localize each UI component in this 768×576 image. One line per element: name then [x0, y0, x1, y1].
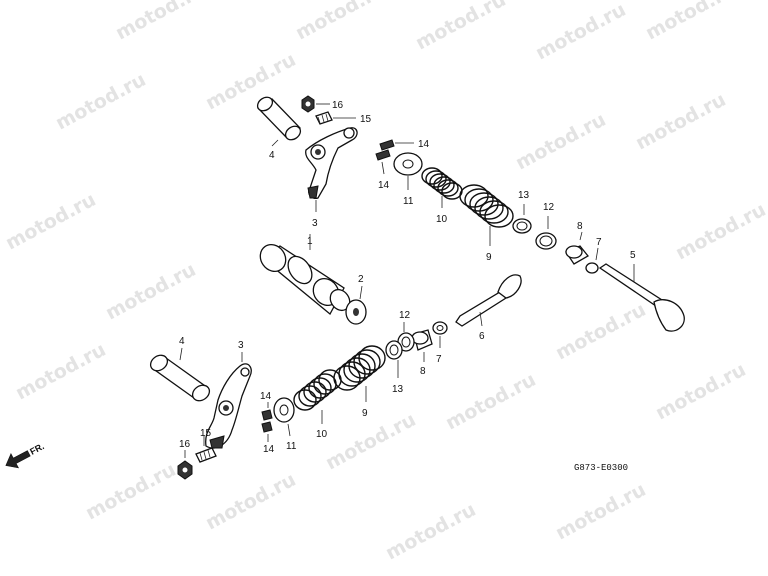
callout-3-lower: 3 — [238, 340, 244, 351]
callout-7-upper: 7 — [596, 237, 602, 248]
callout-14-lower-a: 14 — [260, 391, 272, 402]
valve-stem-seal-upper — [565, 245, 589, 265]
rocker-arm-shaft-upper — [256, 96, 302, 141]
rocker-arm-lower — [205, 363, 252, 449]
valve-spring-inner-upper — [421, 167, 463, 200]
spring-seat-outer-upper — [535, 232, 557, 250]
valve-cotter-upper — [375, 139, 395, 161]
callout-7-lower: 7 — [436, 354, 442, 365]
callout-8-lower: 8 — [420, 366, 426, 377]
watermark: motod.ru — [382, 499, 479, 565]
spring-seat-lower — [385, 340, 403, 360]
callout-15-upper: 15 — [360, 114, 372, 125]
watermark: motod.ru — [202, 49, 299, 115]
callout-12-lower: 12 — [399, 310, 411, 321]
watermark: motod.ru — [52, 69, 149, 135]
callout-16-upper: 16 — [332, 100, 344, 111]
exhaust-valve — [598, 263, 685, 332]
valve-spring-retainer-upper — [393, 152, 423, 176]
callout-11-upper: 11 — [403, 196, 414, 207]
callout-9-upper: 9 — [486, 252, 492, 263]
watermark: motod.ru — [102, 259, 199, 325]
watermark: motod.ru — [632, 89, 729, 155]
callout-2: 2 — [358, 274, 364, 285]
valve-guide-clip-upper — [585, 262, 599, 274]
callout-9-lower: 9 — [362, 408, 368, 419]
callout-15-lower: 15 — [200, 428, 212, 439]
watermark: motod.ru — [442, 369, 539, 435]
callout-14-upper-b: 14 — [378, 180, 390, 191]
callout-5: 5 — [630, 250, 636, 261]
watermark: motod.ru — [642, 0, 739, 44]
front-arrow-icon — [5, 450, 31, 469]
callout-8-upper: 8 — [577, 221, 583, 232]
adjusting-nut-lower — [177, 460, 193, 480]
valve-spring-outer-upper — [459, 184, 514, 228]
watermark: motod.ru — [322, 409, 419, 475]
watermark: motod.ru — [552, 479, 649, 545]
callout-10-upper: 10 — [436, 214, 448, 225]
callout-4-upper: 4 — [269, 150, 275, 161]
watermark: motod.ru — [12, 339, 109, 405]
watermark: motod.ru — [202, 469, 299, 535]
rocker-arm-shaft-lower — [149, 354, 211, 402]
callout-14-upper-a: 14 — [418, 139, 430, 150]
intake-valve — [455, 274, 522, 327]
adjusting-nut-upper — [301, 95, 315, 113]
valve-spring-outer-lower — [333, 345, 386, 391]
callout-1: 1 — [307, 236, 313, 247]
callout-16-lower: 16 — [179, 439, 191, 450]
valve-spring-inner-lower — [293, 369, 342, 411]
watermark: motod.ru — [292, 0, 389, 44]
callout-10-lower: 10 — [316, 429, 328, 440]
front-direction-label: FR. — [28, 441, 45, 457]
rocker-arm-upper — [305, 127, 358, 200]
watermark: motod.ru — [412, 0, 509, 54]
watermark: motod.ru — [652, 359, 749, 425]
watermark-layer: motod.ru motod.ru motod.ru motod.ru moto… — [2, 0, 768, 564]
callout-13-upper: 13 — [518, 190, 530, 201]
valve-cotter-lower — [261, 409, 273, 433]
front-direction-indicator: FR. — [5, 441, 46, 469]
watermark: motod.ru — [112, 0, 209, 44]
callout-13-lower: 13 — [392, 384, 404, 395]
callout-4-lower: 4 — [179, 336, 185, 347]
watermark: motod.ru — [552, 299, 649, 365]
valve-spring-retainer-lower — [273, 397, 295, 423]
drawing-code: G873-E0300 — [574, 463, 628, 473]
watermark: motod.ru — [2, 189, 99, 255]
callout-14-lower-b: 14 — [263, 444, 275, 455]
tappet-adjusting-screw-upper — [315, 111, 333, 125]
watermark: motod.ru — [672, 199, 768, 265]
watermark: motod.ru — [532, 0, 629, 64]
valve-guide-clip-lower — [432, 321, 448, 335]
callout-3-upper: 3 — [312, 218, 318, 229]
watermark: motod.ru — [82, 459, 179, 525]
valve-stem-seal-lower — [411, 329, 433, 351]
spring-seat-upper — [512, 218, 532, 234]
tappet-adjusting-screw-lower — [195, 447, 217, 463]
camshaft — [259, 243, 351, 316]
callout-6: 6 — [479, 331, 485, 342]
camshaft-end-plate — [345, 299, 367, 325]
callout-11-lower: 11 — [286, 441, 297, 452]
watermark: motod.ru — [512, 109, 609, 175]
callout-12-upper: 12 — [543, 202, 555, 213]
